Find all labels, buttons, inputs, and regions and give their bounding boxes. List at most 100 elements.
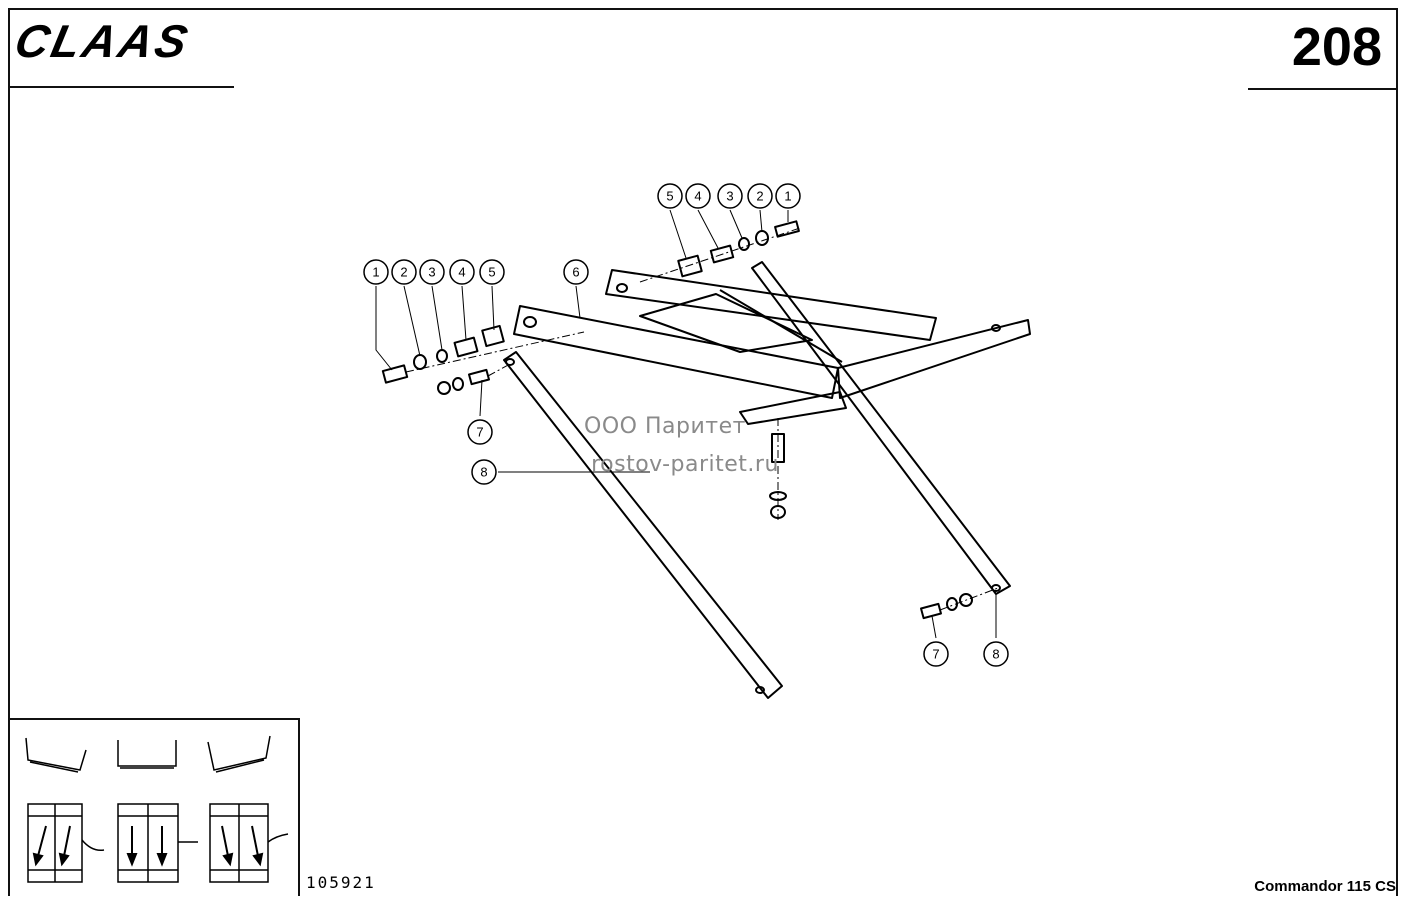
bolt [468, 368, 490, 386]
profile-center-variant [117, 740, 177, 769]
leader-line [697, 209, 719, 249]
callout-circle [563, 259, 589, 285]
callout-circle [391, 259, 417, 285]
variant-legend-box [8, 718, 300, 896]
callout-number: 1 [372, 265, 379, 280]
panel-tail [81, 839, 105, 852]
callout-number: 4 [458, 265, 465, 280]
callout-circle [923, 641, 949, 667]
callout-number: 7 [476, 425, 483, 440]
cross-plate [639, 293, 813, 353]
page-number: 208 [1291, 17, 1382, 77]
axis-line [639, 227, 801, 283]
bolt [774, 220, 800, 238]
washer [413, 354, 427, 370]
flow-arrow-icon [221, 825, 229, 857]
bolt [920, 602, 942, 620]
profile-left-variant [25, 737, 87, 773]
callout-circle [657, 183, 683, 209]
flow-arrow-head-icon [156, 853, 168, 867]
washer [436, 349, 448, 363]
leader-line [375, 286, 393, 371]
left-strut [503, 351, 783, 699]
flow-arrow-head-icon [222, 852, 234, 867]
leader-line [403, 285, 421, 357]
axis-line [487, 363, 511, 377]
callout-circle [983, 641, 1009, 667]
sleeve [677, 254, 703, 278]
variant-legend-diagrams [25, 735, 289, 883]
model-name: Commandor 115 CS [1254, 878, 1396, 895]
callout-circle [471, 459, 497, 485]
flow-arrow-icon [251, 825, 259, 857]
callout-number: 4 [694, 189, 701, 204]
flow-arrow-icon [37, 825, 47, 857]
hole [616, 283, 628, 293]
hole [991, 584, 1001, 592]
axis-line [405, 331, 585, 373]
leader-line [931, 615, 937, 639]
washer [452, 377, 464, 391]
callout-number: 2 [756, 189, 763, 204]
callout-number: 7 [932, 647, 939, 662]
washer [738, 237, 750, 251]
mount-plate [739, 391, 847, 425]
callout-number: 5 [666, 189, 673, 204]
callout-circle [419, 259, 445, 285]
callout-circle [363, 259, 389, 285]
hole [991, 324, 1001, 332]
hole [523, 316, 537, 328]
flow-arrow-icon [63, 825, 71, 857]
leader-line [759, 209, 763, 233]
drawing-sheet-frame [8, 8, 1398, 896]
callout-number: 3 [726, 189, 733, 204]
logo-underline [8, 86, 234, 88]
drawing-part-number: 105921 [306, 873, 376, 892]
callout-circle [717, 183, 743, 209]
rear-beam [605, 269, 937, 341]
callout-number: 8 [480, 465, 487, 480]
callout-number: 6 [572, 265, 579, 280]
callout-number: 3 [428, 265, 435, 280]
bushing [453, 336, 479, 358]
callout-circle [775, 183, 801, 209]
axis-line [939, 587, 999, 611]
hole [755, 686, 765, 694]
watermark-site: rostov-paritet.ru [591, 452, 779, 477]
leader-line [669, 209, 687, 259]
nut [959, 593, 973, 607]
flow-arrow-head-icon [126, 853, 138, 867]
nut [437, 381, 451, 395]
callout-number: 5 [488, 265, 495, 280]
bolt [381, 364, 409, 384]
leader-line [461, 285, 467, 341]
callout-number: 8 [992, 647, 999, 662]
leader-line [491, 285, 495, 331]
callout-number: 2 [400, 265, 407, 280]
panel-tail [267, 833, 289, 843]
flow-arrow-head-icon [252, 852, 264, 867]
front-beam [513, 305, 839, 399]
leader-line [729, 209, 743, 239]
hole [505, 358, 515, 366]
leader-line [575, 285, 581, 319]
callout-circle [685, 183, 711, 209]
callout-circle [449, 259, 475, 285]
leader-line [431, 285, 443, 351]
sleeve [481, 324, 505, 348]
watermark-company: ООО Паритет [584, 414, 746, 439]
callout-number: 1 [784, 189, 791, 204]
right-arm [837, 319, 1031, 399]
washer [755, 230, 769, 246]
callout-circle [479, 259, 505, 285]
diagonal-brace [719, 289, 843, 363]
right-strut [751, 261, 1011, 595]
page-number-underline [1248, 88, 1398, 90]
callout-circle [747, 183, 773, 209]
flow-arrow-head-icon [32, 852, 44, 867]
leader-line [479, 379, 483, 417]
callout-circle [467, 419, 493, 445]
profile-right-variant [207, 735, 271, 773]
flow-arrow-head-icon [58, 852, 70, 867]
